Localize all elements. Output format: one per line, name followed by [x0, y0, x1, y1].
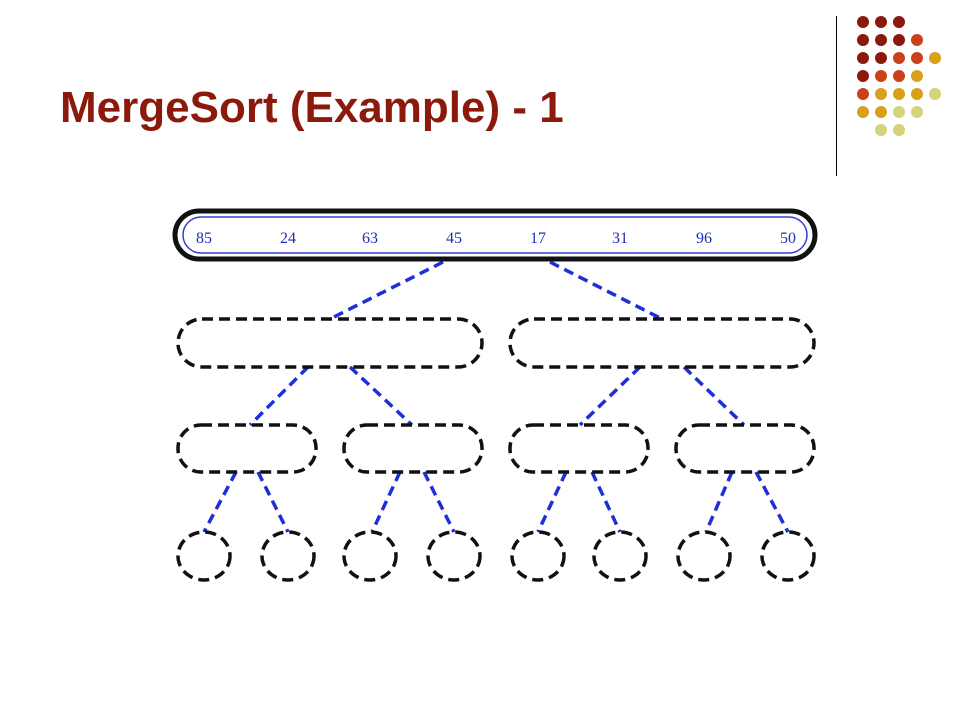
decorative-dot [857, 70, 869, 82]
decorative-dot [893, 34, 905, 46]
decorative-dot [875, 124, 887, 136]
decorative-dot [911, 106, 923, 118]
tree-edge [549, 260, 663, 321]
sequence-value: 85 [196, 230, 212, 247]
decorative-dot [893, 70, 905, 82]
tree-edge [536, 471, 568, 533]
decorative-dot [875, 16, 887, 28]
sequence-value: 17 [530, 230, 546, 247]
leaf-node-7 [676, 530, 732, 582]
decorative-dot [875, 34, 887, 46]
tree-edge [202, 471, 238, 533]
decorative-dot [911, 70, 923, 82]
decorative-dot [857, 52, 869, 64]
leaf-node-6 [592, 530, 648, 582]
slide-title: MergeSort (Example) - 1 [60, 83, 564, 132]
decorative-dot [893, 124, 905, 136]
title-divider-line [836, 16, 837, 176]
quarter-node-3 [508, 423, 650, 474]
decorative-dot [911, 34, 923, 46]
sequence-value: 31 [612, 230, 628, 247]
decorative-dot [893, 88, 905, 100]
decorative-dot [911, 52, 923, 64]
decorative-dot [857, 88, 869, 100]
leaf-node-3 [342, 530, 398, 582]
decorative-dot [875, 70, 887, 82]
decorative-dot [857, 106, 869, 118]
quarter-node-1 [176, 423, 318, 474]
root-node-outline [172, 208, 818, 262]
decorative-dot [929, 88, 941, 100]
decorative-dot [857, 16, 869, 28]
right-half-node [508, 317, 816, 369]
decorative-dot [857, 34, 869, 46]
tree-edge [590, 471, 622, 533]
sequence-value: 96 [696, 230, 712, 247]
tree-edge [422, 471, 456, 533]
tree-edge [754, 471, 790, 533]
leaf-node-2 [260, 530, 316, 582]
decorative-dot [893, 16, 905, 28]
quarter-node-4 [674, 423, 816, 474]
sequence-value: 63 [362, 230, 378, 247]
tree-edge [248, 365, 310, 427]
tree-edge [370, 471, 402, 533]
decorative-dot [875, 106, 887, 118]
decorative-dot [875, 52, 887, 64]
decorative-dot [893, 52, 905, 64]
root-node-inner-outline [182, 216, 808, 254]
sequence-value: 50 [780, 230, 796, 247]
leaf-node-4 [426, 530, 482, 582]
tree-edge [578, 365, 642, 427]
tree-edge [348, 365, 414, 427]
tree-edge [682, 365, 746, 427]
leaf-node-8 [760, 530, 816, 582]
sequence-value: 45 [446, 230, 462, 247]
sequence-value: 24 [280, 230, 296, 247]
leaf-node-5 [510, 530, 566, 582]
decorative-dot [893, 106, 905, 118]
left-half-node [176, 317, 484, 369]
tree-edge [704, 471, 734, 533]
decorative-dot [875, 88, 887, 100]
tree-edge [256, 471, 290, 533]
quarter-node-2 [342, 423, 484, 474]
leaf-node-1 [176, 530, 232, 582]
decorative-dot [929, 52, 941, 64]
decorative-dot [911, 88, 923, 100]
tree-edge [329, 260, 444, 321]
